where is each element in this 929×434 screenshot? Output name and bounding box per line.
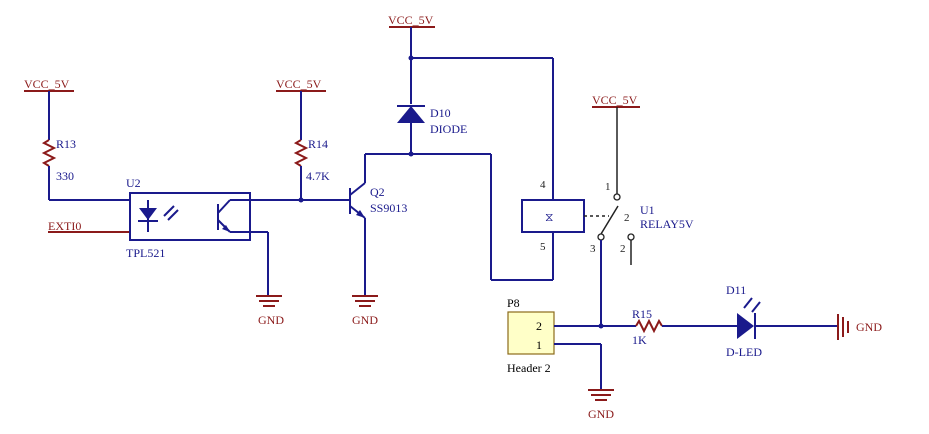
p8-pin-1: 1 bbox=[536, 338, 542, 352]
r15-ref: R15 bbox=[632, 307, 652, 321]
r14-value: 4.7K bbox=[306, 169, 330, 183]
resistor-icon bbox=[41, 139, 57, 167]
contact-1 bbox=[613, 193, 621, 201]
diode-icon bbox=[139, 208, 157, 220]
light-arrow bbox=[743, 297, 753, 309]
vcc-label-r13: VCC_5V bbox=[24, 77, 70, 91]
p8-ref: P8 bbox=[507, 296, 520, 310]
ground-icon: GND bbox=[352, 295, 378, 327]
relay-arm bbox=[600, 205, 619, 235]
led-icon: D11 D-LED bbox=[726, 283, 838, 359]
p8-value: Header 2 bbox=[507, 361, 551, 375]
r13-ref: R13 bbox=[56, 137, 76, 151]
r13-resistor: VCC_5V R13 330 bbox=[24, 77, 130, 201]
r14-resistor: VCC_5V R14 4.7K bbox=[276, 77, 350, 203]
d10-diode: VCC_5V D10 DIODE bbox=[365, 13, 554, 281]
r14-ref: R14 bbox=[308, 137, 328, 151]
pin-1: 1 bbox=[605, 181, 611, 193]
pin-5: 5 bbox=[540, 241, 546, 253]
emitter-arrow bbox=[222, 225, 230, 232]
diode-icon bbox=[397, 106, 425, 123]
q2-value: SS9013 bbox=[370, 201, 407, 215]
relay-coil-symbol: ⧖ bbox=[545, 210, 553, 224]
relay-icon: ⧖ 4 5 VCC_5V 1 2 2 3 U1 RELAY5V bbox=[521, 93, 694, 265]
wire bbox=[217, 199, 231, 214]
resistor-icon bbox=[635, 318, 663, 334]
pin-2b: 2 bbox=[620, 243, 626, 255]
vcc-label-relay: VCC_5V bbox=[592, 93, 638, 107]
pin-2: 2 bbox=[624, 212, 630, 224]
light-arrow bbox=[751, 301, 761, 313]
p8-pin-2: 2 bbox=[536, 319, 542, 333]
u1-ref: U1 bbox=[640, 203, 655, 217]
gnd-label-q2: GND bbox=[352, 313, 378, 327]
resistor-icon bbox=[293, 139, 309, 167]
p8-body bbox=[507, 311, 555, 355]
exti-label: EXTI0 bbox=[48, 219, 81, 233]
vcc-label-r14: VCC_5V bbox=[276, 77, 322, 91]
gnd-label-p8: GND bbox=[588, 407, 614, 421]
gnd-label-d11: GND bbox=[856, 320, 882, 334]
u2-body bbox=[129, 192, 251, 241]
pin-4: 4 bbox=[540, 179, 546, 191]
d10-ref: D10 bbox=[430, 106, 451, 120]
transistor-icon: Q2 SS9013 bbox=[349, 154, 407, 296]
contact-2 bbox=[627, 233, 635, 241]
contact-3 bbox=[597, 233, 605, 241]
pin-3: 3 bbox=[590, 243, 596, 255]
r15-value: 1K bbox=[632, 333, 647, 347]
u1-value: RELAY5V bbox=[640, 217, 694, 231]
optocoupler-icon: U2 TPL521 bbox=[126, 176, 300, 296]
light-arrow bbox=[167, 209, 179, 221]
led-triangle bbox=[737, 313, 754, 339]
d10-value: DIODE bbox=[430, 122, 467, 136]
r15-resistor: R15 1K bbox=[601, 307, 737, 347]
ground-icon: GND bbox=[837, 314, 882, 340]
header-connector: P8 2 1 Header 2 bbox=[507, 296, 602, 390]
u2-value: TPL521 bbox=[126, 246, 165, 260]
ground-icon: GND bbox=[256, 295, 284, 327]
q2-ref: Q2 bbox=[370, 185, 385, 199]
d11-value: D-LED bbox=[726, 345, 762, 359]
vcc-label-top: VCC_5V bbox=[388, 13, 434, 27]
u2-ref: U2 bbox=[126, 176, 141, 190]
r13-value: 330 bbox=[56, 169, 74, 183]
light-arrow bbox=[163, 205, 175, 217]
exti-net: EXTI0 bbox=[48, 219, 130, 233]
ground-icon: GND bbox=[588, 389, 614, 421]
gnd-label-u2: GND bbox=[258, 313, 284, 327]
d11-ref: D11 bbox=[726, 283, 746, 297]
